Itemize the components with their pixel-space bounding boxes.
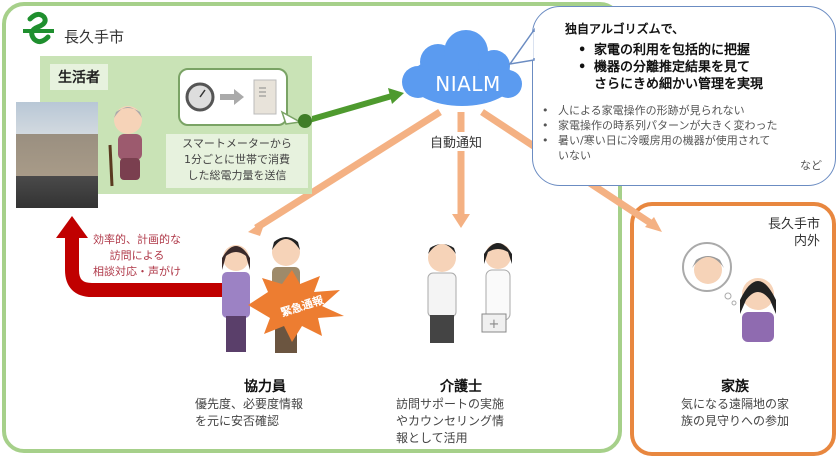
algorithm-callout (532, 6, 836, 186)
area-label-line: 長久手市 (767, 217, 820, 232)
example-item: •人による家電操作の形跡が見られない (542, 104, 745, 117)
bullet-icon: • (578, 43, 587, 58)
example-item: •暑い/寒い日に冷暖房用の機器が使用されて (542, 134, 771, 147)
role-title: 家族 (721, 379, 749, 395)
feedback-line: 効率的、計画的な (93, 233, 181, 246)
feedback-line: 訪問による (109, 249, 165, 262)
role-desc-line: 報として活用 (396, 431, 468, 445)
role-title: 介護士 (440, 379, 482, 395)
algorithm-suffix: など (800, 159, 822, 172)
data-send-arrow (301, 93, 393, 125)
feedback-line: 相談対応・声がけ (93, 265, 181, 278)
nagakute-city-emblem-icon (23, 11, 54, 45)
meter-caption: スマートメーターから 1分ごとに世帯で消費 した総電力量を送信 (166, 134, 308, 188)
role-cooperators: 協力員 優先度、必要度情報 を元に安否確認 (195, 376, 335, 430)
bullet-icon: • (542, 119, 549, 132)
feedback-arrow (65, 236, 240, 297)
auto-notify-label: 自動通知 (428, 132, 485, 151)
role-title: 協力員 (244, 379, 286, 395)
apartment-building-photo (16, 102, 98, 208)
resident-label: 生活者 (50, 64, 108, 90)
meter-caption-line: 1分ごとに世帯で消費 (184, 153, 290, 166)
role-desc-line: やカウンセリング情 (396, 414, 505, 428)
bullet-icon: • (542, 134, 549, 147)
caregivers-illustration: + (427, 243, 512, 343)
role-desc-line: 優先度、必要度情報 (195, 397, 304, 411)
nagakute-city-frame (2, 2, 622, 453)
example-item: •家電操作の時系列パターンが大きく変わった (542, 119, 778, 132)
data-send-arrow-head (388, 88, 404, 104)
algorithm-examples: •人による家電操作の形跡が見られない •家電操作の時系列パターンが大きく変わった… (542, 103, 822, 163)
family-illustration (682, 242, 776, 342)
algorithm-highlights: •家電の利用を包括的に把握 •機器の分離推定結果を見て さらにきめ細かい管理を実… (578, 42, 763, 93)
area-label-line: 内外 (793, 234, 820, 249)
feedback-caption: 効率的、計画的な 訪問による 相談対応・声がけ (82, 232, 192, 280)
nialm-cloud-icon (402, 30, 522, 106)
feedback-arrow-head (56, 216, 88, 238)
role-desc-line: 気になる遠隔地の家 (680, 397, 789, 411)
bullet-icon: • (542, 104, 549, 117)
role-desc-line: を元に安否確認 (195, 414, 280, 428)
meter-speech-bubble (178, 68, 288, 126)
meter-caption-line: スマートメーターから (182, 137, 292, 150)
meter-caption-line: した総電力量を送信 (187, 169, 287, 182)
highlight-item-continued: さらにきめ細かい管理を実現 (594, 77, 764, 92)
role-desc-line: 訪問サポートの実施 (396, 397, 505, 411)
highlight-item: •家電の利用を包括的に把握 (578, 43, 751, 58)
emergency-badge (248, 270, 344, 342)
nialm-label: NIALM (435, 72, 501, 96)
role-desc-line: 族の見守りへの参加 (680, 414, 789, 428)
city-name: 長久手市 (64, 28, 125, 46)
example-item-continued: いない (558, 149, 591, 162)
bullet-icon: • (578, 60, 587, 75)
highlight-item: •機器の分離推定結果を見て (578, 60, 751, 75)
role-family: 家族 気になる遠隔地の家 族の見守りへの参加 (660, 376, 810, 430)
inside-outside-city-frame (630, 202, 836, 456)
svg-text:+: + (489, 317, 500, 332)
role-caregivers: 介護士 訪問サポートの実施 やカウンセリング情 報として活用 (396, 376, 526, 447)
area-label: 長久手市 内外 (740, 216, 820, 250)
algorithm-title: 独自アルゴリズムで、 (565, 22, 685, 36)
